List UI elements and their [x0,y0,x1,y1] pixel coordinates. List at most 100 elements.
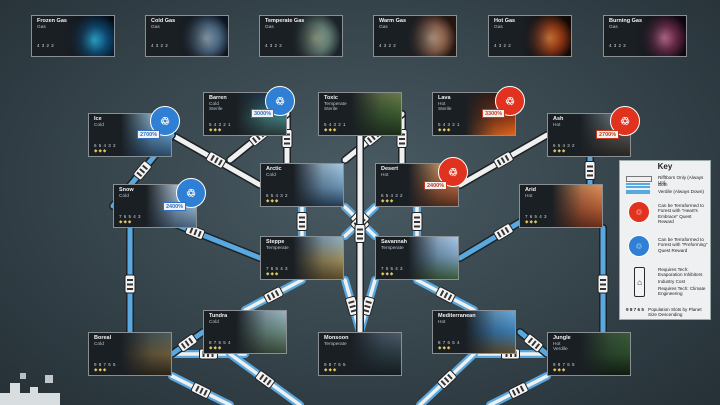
population-slots: 7 6 5 4 3 [525,214,548,219]
legend-text: Requires Tech: Climate Engineering [658,286,706,297]
planet-name: Jungle [553,335,571,341]
planet-name: Desert [381,166,399,172]
population-slots: 4 3 2 2 [265,43,283,48]
planet-card-monsoon: Monsoon Temperate 9 8 7 6 5 ◆◆◆ [318,332,402,376]
planet-name: Temperate Gas [265,18,305,24]
planet-name: Lava [438,95,451,101]
population-slots: 5 4 3 2 1 [209,122,232,127]
planet-card-warm-gas: Warm Gas Gas 4 3 2 2 [373,15,457,57]
blue-line-swatch [626,190,650,194]
white-line-swatch [626,176,652,182]
legend-text: Verdile (Always Down) [658,189,704,194]
population-slots: 7 6 5 4 3 [266,266,289,271]
tech-requirement-marker [296,212,308,231]
tech-requirement-marker [493,223,514,241]
planet-card-jungle: Jungle Hot Verdile 9 8 7 6 5 ◆◆◆ [547,332,631,376]
resource-icons: ◆◆◆ [438,127,452,132]
planet-card-frozen-gas: Frozen Gas Gas 4 3 2 2 [31,15,115,57]
resource-icons: ◆◆◆ [94,367,108,372]
planet-climate: Cold [209,319,219,325]
planet-climate: Temperate [324,101,347,107]
population-slots: 4 3 2 2 [37,43,55,48]
planet-card-arctic: Arctic Cold 6 5 4 3 2 ◆◆◆ [260,163,344,207]
planet-card-boreal: Boreal Cold 9 8 7 6 5 ◆◆◆ [88,332,172,376]
population-slots: 8 7 6 5 4 [438,340,461,345]
tech-requirement-marker [411,212,423,231]
resource-icons: ◆◆◆ [266,271,280,276]
planet-climate: Hot [553,341,561,347]
legend-row-preforming: ♲ Can be Terraformed to Forest with "Pre… [626,235,708,259]
planet-climate: Hot [525,193,533,199]
planet-climate: Hot [553,122,561,128]
resource-icons: ◆◆◆ [324,367,338,372]
tech-requirement-marker [437,370,457,389]
legend-text: Both [658,182,668,187]
planet-name: Arctic [266,166,282,172]
legend-row-tech: ⌂ Requires Tech: Evaporation Inhibitors … [626,267,708,301]
legend-text: Can be Terraformed to Forest with "Prefo… [658,237,708,253]
planet-climate: Temperate [266,245,289,251]
legend-title: Key [657,162,673,171]
tech-requirement-marker [354,224,366,243]
hearts-embrace-badge-desert: ♲ [438,157,468,187]
population-slots: 7 6 5 4 3 [381,266,404,271]
planet-name: Hot Gas [494,18,516,24]
planet-climate: Hot [438,101,446,107]
planet-type: Gas [37,24,46,30]
pixel-corner-decoration [0,373,60,405]
legend-text: Industry Cost [658,279,686,284]
mixed-line-swatch [626,183,650,188]
planet-card-arid: Arid Hot 7 6 5 4 3 ◆◆◆ [519,184,603,228]
planet-card-burning-gas: Burning Gas Gas 4 3 2 2 [603,15,687,57]
planet-climate: Cold [209,101,219,107]
population-slots: 5 4 3 2 1 [438,122,461,127]
planet-name: Mediterranean [438,313,476,319]
planet-climate: Temperate [381,245,404,251]
planet-name: Ash [553,116,564,122]
legend-text: Population Slots by Planet Size Descendi… [648,307,702,318]
resource-icons: ◆◆◆ [119,219,133,224]
planet-type: Gas [151,24,160,30]
planet-card-cold-gas: Cold Gas Gas 4 3 2 2 [145,15,229,57]
planet-name: Barren [209,95,227,101]
cost-badge-barren: 3000% [251,109,275,118]
cost-badge-snow: 2400% [163,202,187,211]
resource-icons: ◆◆◆ [209,345,223,350]
resource-icons: ◆◆◆ [94,148,108,153]
tech-requirement-marker [435,286,456,304]
resource-icons: ◆◆◆ [381,198,395,203]
preforming-icon: ♲ [628,235,650,257]
population-slots: 9 8 7 6 5 [553,362,576,367]
population-slots: 6 5 4 3 2 [94,143,117,148]
tech-requirement-marker [184,224,206,240]
legend-row-hearts-embrace: ♲ Can be Terraformed to Forest with "Hea… [626,201,708,225]
hearts-embrace-icon: ♲ [628,201,650,223]
tech-requirement-marker [523,333,544,353]
population-slots: 9 8 7 6 5 [94,362,117,367]
planet-type: Gas [379,24,388,30]
cost-badge-ice: 2700% [137,130,161,139]
population-slots: 4 3 2 2 [494,43,512,48]
resource-icons: ◆◆◆ [438,345,452,350]
resource-icons: ◆◆◆ [266,198,280,203]
population-slots: 5 4 3 2 1 [324,122,347,127]
planet-name: Frozen Gas [37,18,67,24]
hearts-embrace-badge-lava: ♲ [495,86,525,116]
planet-card-temperate-gas: Temperate Gas Gas 4 3 2 2 [259,15,343,57]
population-slots: 4 3 2 2 [151,43,169,48]
planet-name: Tundra [209,313,228,319]
planet-card-savannah: Savannah Temperate 7 6 5 4 3 ◆◆◆ [375,236,459,280]
legend-text: Can be Terraformed to Forest with "Heart… [658,203,704,225]
planet-name: Cold Gas [151,18,176,24]
tech-requirement-marker [124,274,136,294]
planet-name: Arid [525,187,536,193]
legend-text: Rifftborn Only (Always Up) [658,175,704,186]
planet-card-toxic: Toxic Temperate Sterile 5 4 3 2 1 ◆◆◆ [318,92,402,136]
tech-requirement-marker [584,161,596,180]
planet-climate: Cold [94,122,104,128]
tech-requirement-marker [263,286,284,304]
planet-type: Gas [609,24,618,30]
population-slots: 6 5 4 3 2 [381,193,404,198]
